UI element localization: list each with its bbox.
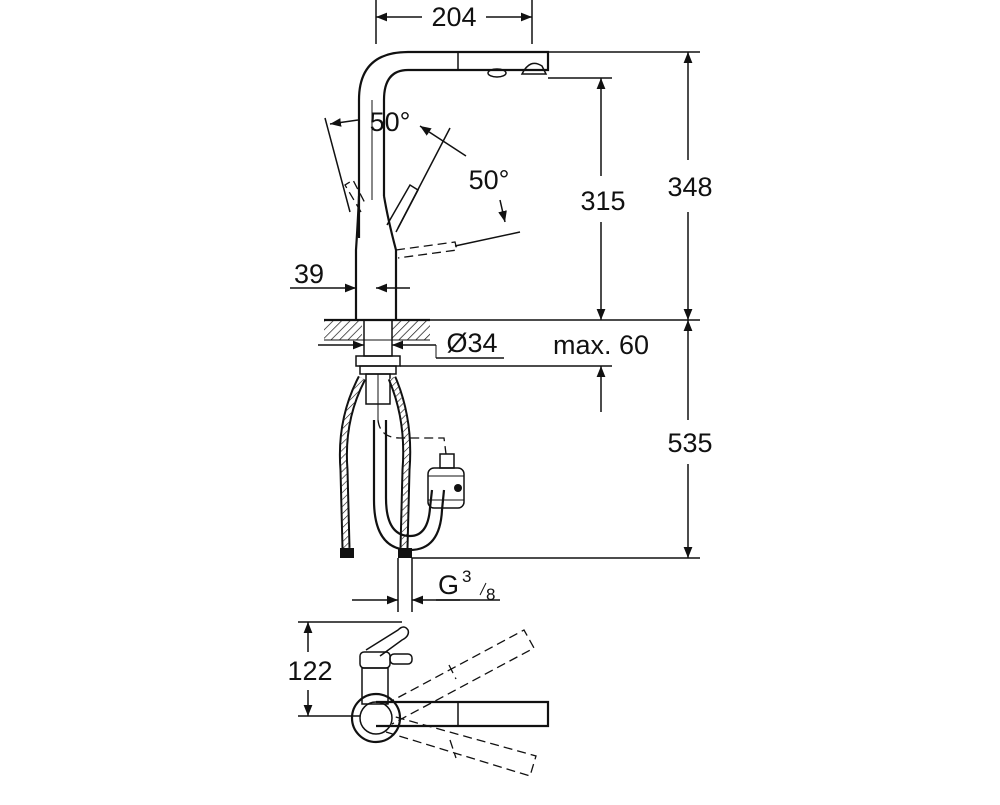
connection-g-label: G xyxy=(438,570,459,600)
dim-below-deck: 535 xyxy=(412,320,713,559)
connection-den-label: 8 xyxy=(486,585,495,604)
dim-connection: G 3 8 xyxy=(352,567,500,605)
dim-hole-diameter: Ø34 xyxy=(318,328,504,359)
dim-spout-reach: 204 xyxy=(375,0,533,44)
countertop xyxy=(324,318,430,357)
connection-pipe xyxy=(397,558,413,612)
connection-num-label: 3 xyxy=(462,567,471,586)
hole-diameter-label: Ø34 xyxy=(446,328,497,358)
total-height-label: 348 xyxy=(667,172,712,202)
spout-height-label: 315 xyxy=(580,186,625,216)
spout-reach-label: 204 xyxy=(431,2,476,32)
dim-body-offset: 39 xyxy=(290,252,410,300)
dim-spout-height: 315 xyxy=(548,77,626,320)
lever-angle-left-label: 50° xyxy=(370,107,411,137)
dim-max-thickness: max. 60 xyxy=(400,330,649,412)
max-thickness-label: max. 60 xyxy=(553,330,649,360)
lever-angle-right-label: 50° xyxy=(469,165,510,195)
dim-lever-angle-left: 50° xyxy=(324,107,411,213)
faucet-body xyxy=(344,50,550,320)
body-offset-label: 39 xyxy=(294,259,324,289)
below-deck-label: 535 xyxy=(667,428,712,458)
dim-lever-angle-right: 50° xyxy=(397,125,521,247)
dim-total-height: 348 xyxy=(548,51,713,320)
mounting-and-hoses xyxy=(338,355,465,558)
top-depth-label: 122 xyxy=(287,656,332,686)
faucet-top-view: 122 xyxy=(287,621,550,777)
